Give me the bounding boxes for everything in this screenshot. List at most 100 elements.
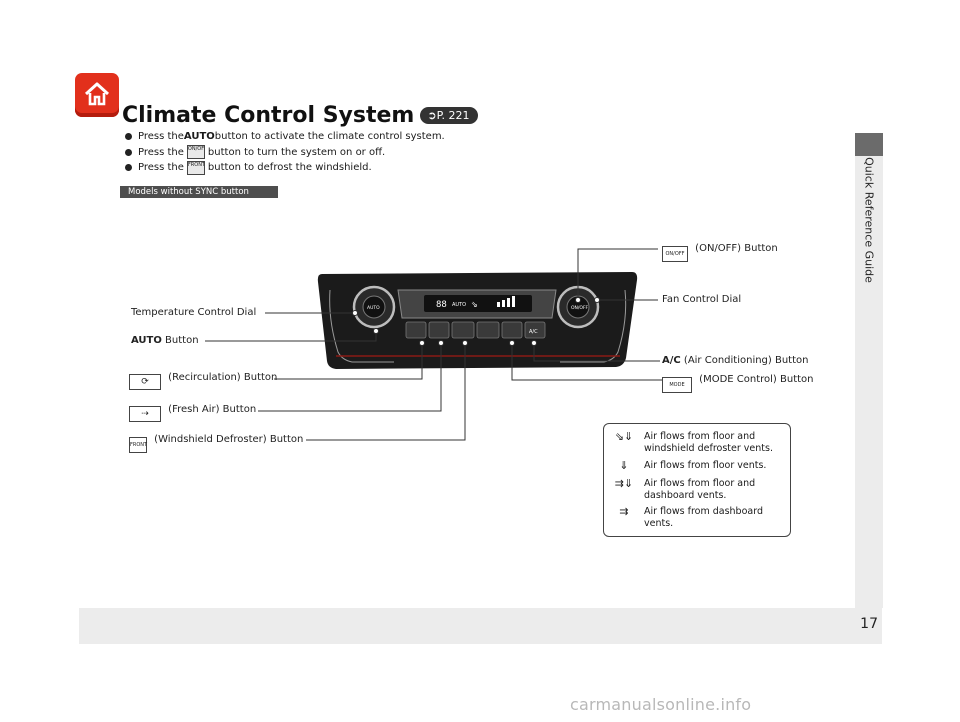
callout-text: (Air Conditioning) Button <box>680 355 809 366</box>
callout-recirculation-button: ⟳ (Recirculation) Button <box>129 371 277 390</box>
callout-text: (MODE Control) Button <box>696 374 814 385</box>
leader-ac <box>533 344 660 362</box>
display-digits: 88 <box>436 300 447 310</box>
leader-dot <box>373 328 379 334</box>
leader-recirc <box>274 344 423 380</box>
bullet-defrost: Press the FRONT button to defrost the wi… <box>125 160 445 176</box>
legend-text: Air flows from dashboard vents. <box>644 506 763 529</box>
leader-dot <box>419 340 425 346</box>
bullet-text: button to activate the climate control s… <box>214 131 445 142</box>
on-off-icon: ON/OFF <box>662 246 688 262</box>
front-defrost-panel-button <box>451 321 475 339</box>
auto-keyword: AUTO <box>183 131 215 142</box>
bullet-text: Press the <box>138 146 184 158</box>
bullet-dot <box>125 164 132 172</box>
leader-dot <box>462 340 468 346</box>
leader-mode <box>511 344 662 381</box>
bullet-dot <box>125 133 132 141</box>
auto-dial-label: AUTO <box>367 305 380 311</box>
bullet-dot <box>125 148 132 156</box>
floor-icon: ⇓ <box>619 459 629 472</box>
watermark: carmanualsonline.info <box>570 695 752 714</box>
legend-row: ⇉⇓ Air flows from floor and dashboard ve… <box>604 478 782 502</box>
ac-panel-button <box>524 321 546 339</box>
dash-icon: ⇉ <box>619 505 629 518</box>
legend-row: ⇉ Air flows from dashboard vents. <box>604 506 782 530</box>
front-defrost-icon: FRONT <box>129 437 147 453</box>
mode-panel-button <box>501 321 523 339</box>
leader-fresh <box>258 344 442 412</box>
leader-dot <box>438 340 444 346</box>
ac-keyword: A/C <box>662 355 681 366</box>
leader-dot <box>575 297 581 303</box>
floor-defrost-icon: ⇘⇓ <box>614 430 634 443</box>
leader-defrost <box>306 344 466 441</box>
auto-keyword: AUTO <box>131 335 162 346</box>
callout-windshield-defroster-button: FRONT (Windshield Defroster) Button <box>129 433 303 453</box>
legend-text: Air flows from floor vents. <box>644 460 767 471</box>
callout-text: (Recirculation) Button <box>165 372 278 383</box>
callout-fresh-air-button: ⇢ (Fresh Air) Button <box>129 403 256 422</box>
bullet-on-off: Press the ON/OFF button to turn the syst… <box>125 145 445 161</box>
panel-button-row: A/C <box>405 321 546 339</box>
legend-row: ⇘⇓ Air flows from floor and windshield d… <box>604 431 782 455</box>
callout-text: (Windshield Defroster) Button <box>151 434 304 445</box>
display-fan-bars <box>502 300 505 307</box>
page-title-text: Climate Control System <box>122 103 415 128</box>
page-number: 17 <box>860 616 878 632</box>
display-auto: AUTO <box>452 302 466 308</box>
callout-mode-button: MODE (MODE Control) Button <box>662 373 814 393</box>
display-vent-icon: ⇘ <box>471 300 478 309</box>
recirc-panel-button <box>405 321 427 339</box>
bullet-text: Press the <box>138 162 184 173</box>
page-reference-link[interactable]: ➲P. 221 <box>420 107 479 124</box>
on-off-dial-label: ON/OFF <box>571 305 589 311</box>
bullet-auto: Press the AUTO button to activate the cl… <box>125 129 445 145</box>
display-screen <box>424 295 532 312</box>
side-tab[interactable] <box>855 133 883 608</box>
page-reference-text: P. 221 <box>436 109 470 122</box>
bullet-text: button to turn the system on or off. <box>207 146 386 158</box>
callout-text: (ON/OFF) Button <box>692 243 778 254</box>
legend-text: Air flows from floor and windshield defr… <box>644 431 773 454</box>
panel-bezel-left <box>329 289 394 363</box>
ac-panel-label: A/C <box>529 329 538 335</box>
fresh-air-icon: ⇢ <box>129 406 161 422</box>
callout-text: (Fresh Air) Button <box>165 404 257 415</box>
leader-dot <box>509 340 515 346</box>
leader-dot <box>352 310 358 316</box>
bullet-text: button to defrost the windshield. <box>207 162 372 173</box>
leader-dot <box>531 340 537 346</box>
callout-on-off-button: ON/OFF (ON/OFF) Button <box>662 242 778 262</box>
legend-row: ⇓ Air flows from floor vents. <box>604 460 782 472</box>
floor-dash-icon: ⇉⇓ <box>614 477 634 490</box>
display-fan-bars <box>497 302 500 307</box>
page-title: Climate Control System ➲P. 221 <box>122 103 479 128</box>
leader-dot <box>594 297 600 303</box>
bullet-list: Press the AUTO button to activate the cl… <box>125 129 445 176</box>
callout-fan-dial: Fan Control Dial <box>662 294 742 305</box>
temperature-dial-center <box>362 295 386 319</box>
recirculation-icon: ⟳ <box>129 374 161 390</box>
mode-icon: MODE <box>662 377 692 393</box>
fresh-panel-button <box>428 321 450 339</box>
legend-text: Air flows from floor and dashboard vents… <box>644 478 756 501</box>
leader-auto <box>205 332 377 342</box>
airflow-legend: ⇘⇓ Air flows from floor and windshield d… <box>603 423 791 537</box>
bullet-text: Press the <box>138 131 184 142</box>
home-icon[interactable] <box>75 73 119 117</box>
display-fan-bars <box>512 296 515 307</box>
callout-auto-button: AUTO Button <box>131 334 199 348</box>
display-fan-bars <box>507 298 510 307</box>
front-defrost-icon: FRONT <box>186 160 205 175</box>
side-tab-marker <box>855 133 883 156</box>
callout-ac-button: A/C (Air Conditioning) Button <box>662 354 808 368</box>
on-off-icon: ON/OFF <box>186 145 205 160</box>
leader-on-off <box>577 248 658 300</box>
callout-temperature-dial: Temperature Control Dial <box>131 307 257 318</box>
models-tag: Models without SYNC button <box>120 186 278 198</box>
panel-body <box>317 272 638 369</box>
callout-text: Button <box>161 335 199 346</box>
footer-band <box>79 608 882 644</box>
